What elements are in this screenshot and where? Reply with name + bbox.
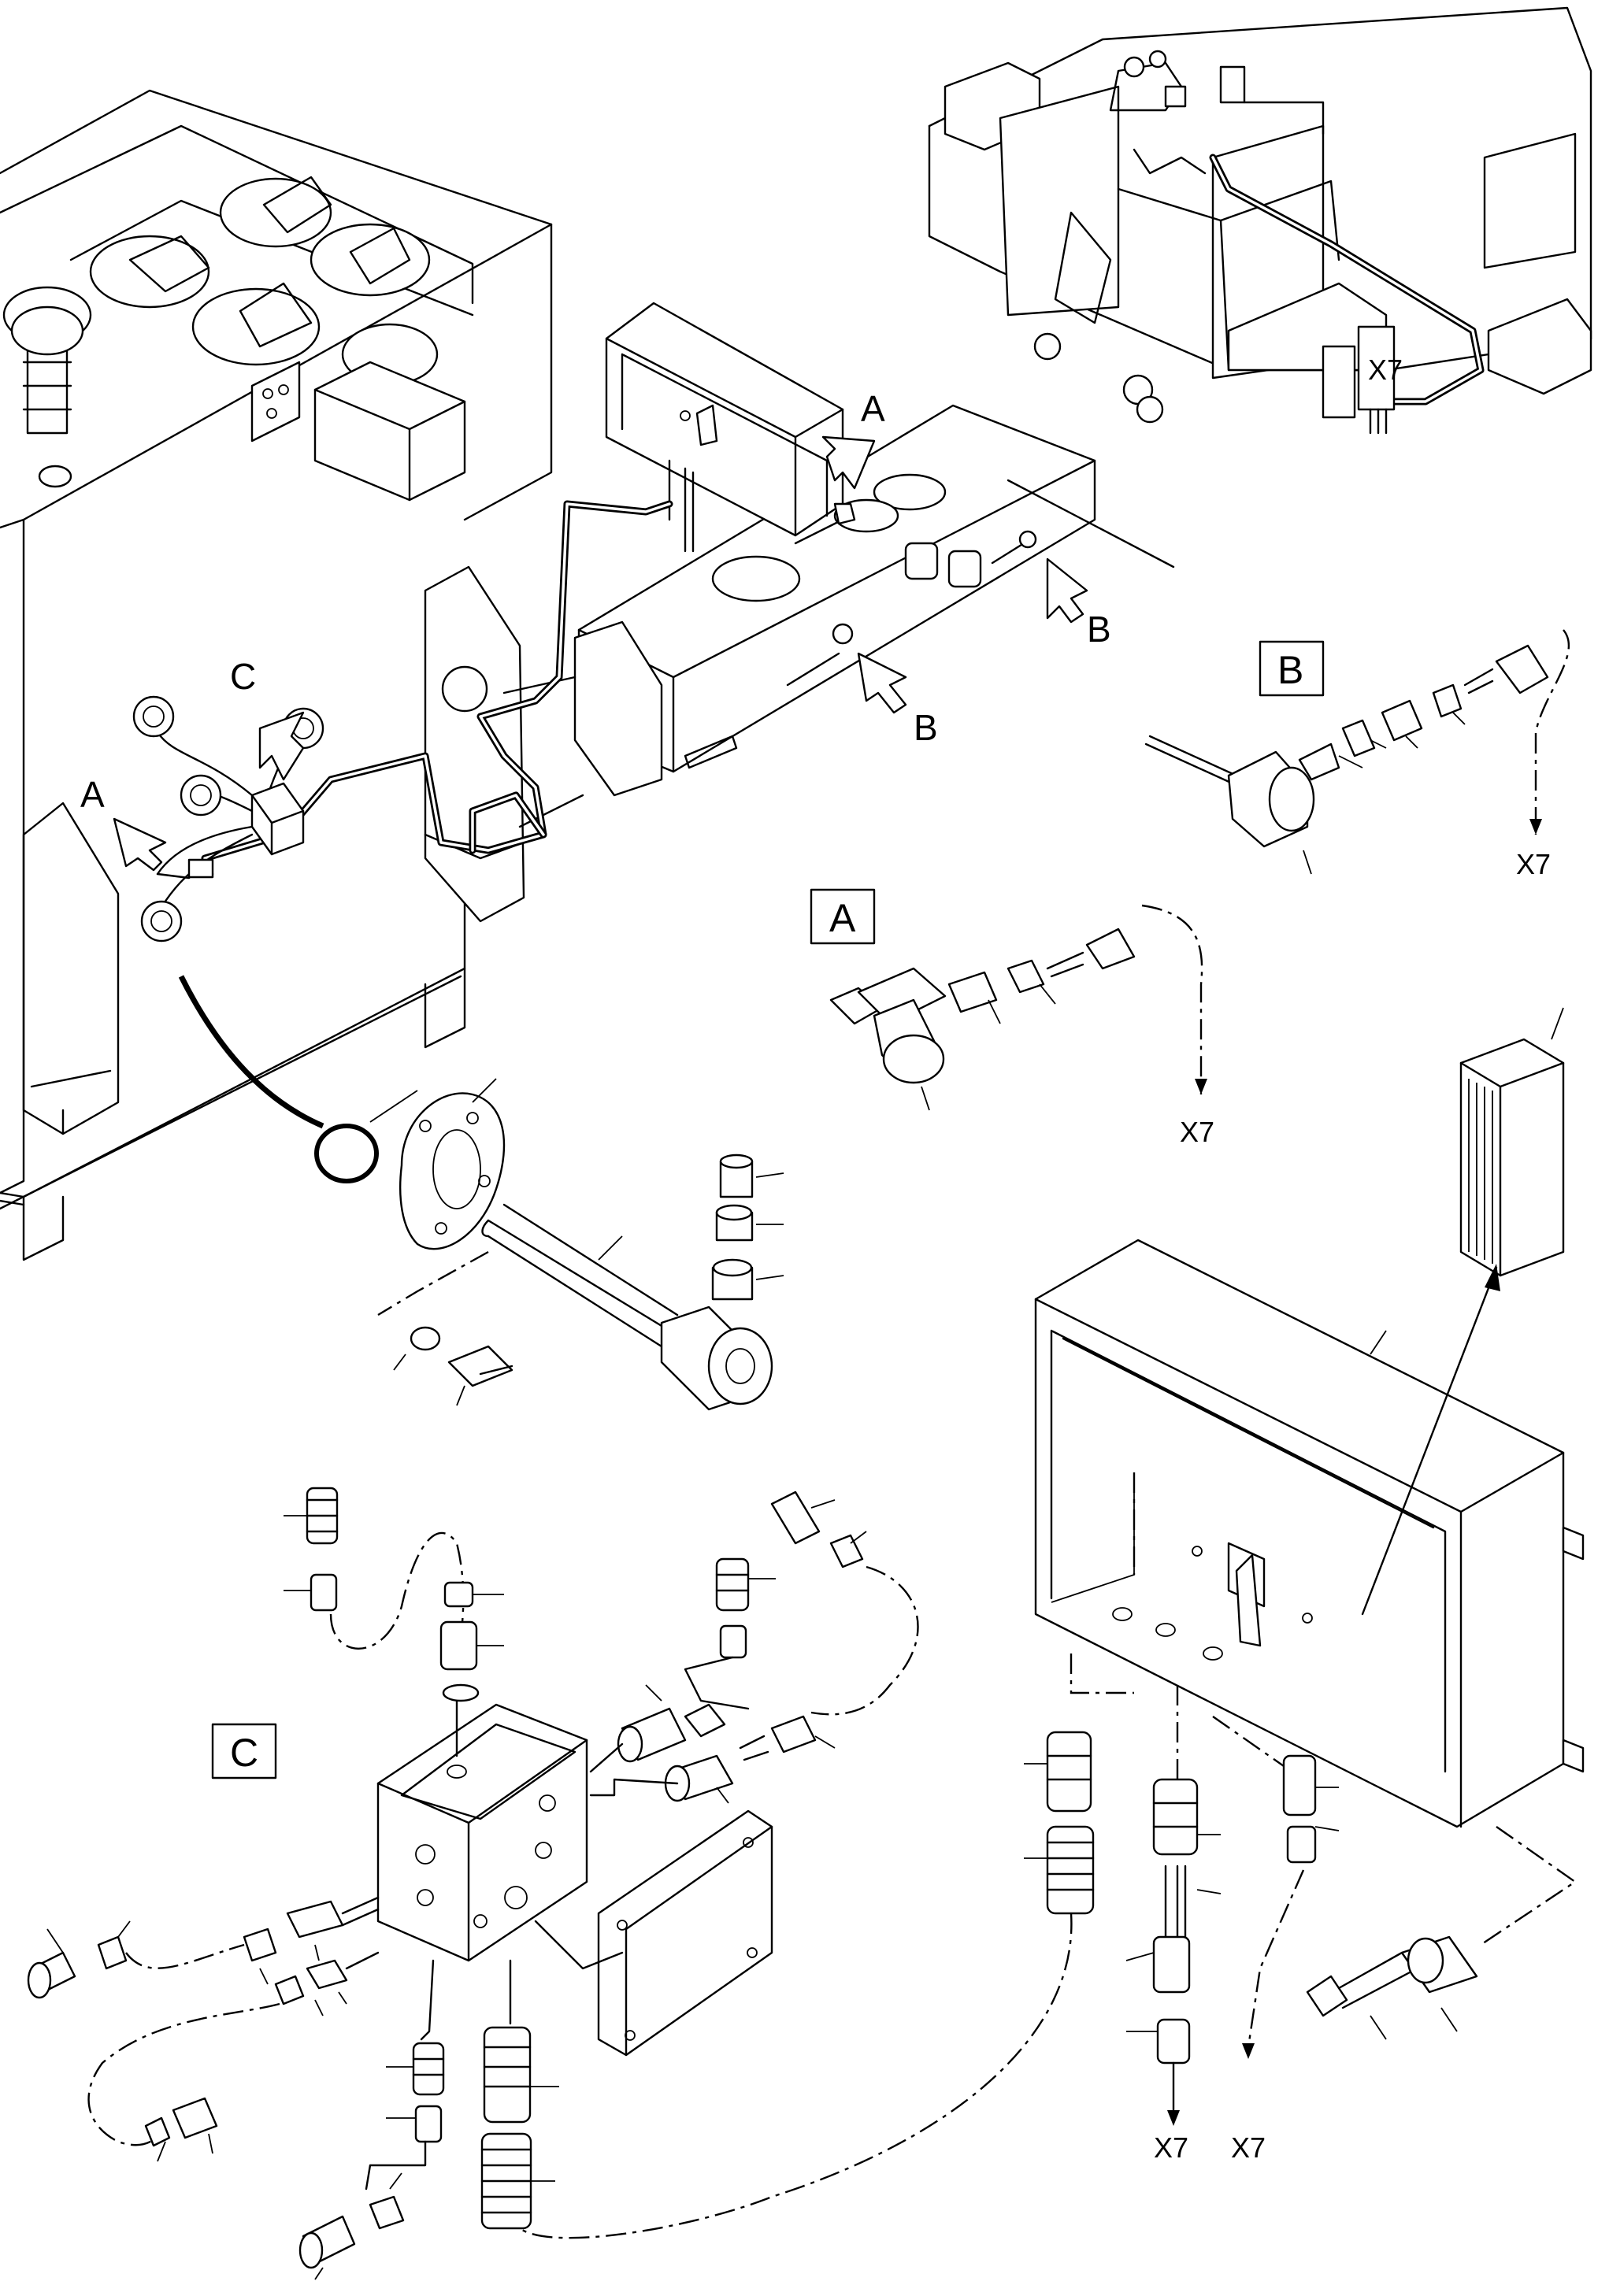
- control-cabinet: [1034, 1239, 1585, 1828]
- cable-gland-1: [132, 695, 175, 738]
- x7-label-gland-small: X7: [1231, 2131, 1266, 2164]
- relay-heatsink: [1459, 1007, 1565, 1277]
- cabinet-gland-small: [1242, 1754, 1340, 2059]
- mounting-bracket: [424, 565, 525, 923]
- callout-arrow-a-left: [113, 817, 167, 872]
- detail-a-frame: [810, 888, 876, 945]
- cabinet-gland-large: [1024, 1731, 1095, 1915]
- detail-c-label: C: [230, 1731, 258, 1775]
- x7-label-gland-medium: X7: [1154, 2131, 1188, 2164]
- bolt-washer: [393, 1326, 513, 1406]
- mounting-bolt-spacer: [1306, 1826, 1577, 2040]
- callout-b-mid: B: [914, 707, 938, 748]
- callout-a-top: A: [861, 388, 885, 429]
- detail-b-sensor: [1144, 629, 1570, 875]
- heater-fittings: [711, 1154, 784, 1301]
- top-components: [2, 176, 466, 502]
- c-fittings-bottom: [298, 1959, 559, 2280]
- flange-plate: [399, 1078, 506, 1250]
- heater-housing: [502, 404, 1175, 828]
- o-ring: [314, 1090, 418, 1183]
- callout-a-left: A: [80, 774, 105, 815]
- heating-element: [481, 1203, 773, 1411]
- x7-label-top: X7: [1368, 354, 1403, 386]
- junction-box-lid: [534, 1809, 773, 2057]
- x7-label-detail-b: X7: [1516, 848, 1551, 880]
- detail-a-tee-fitting: [829, 904, 1207, 1111]
- callout-arrow-b-mid: [857, 652, 907, 714]
- junction-box: [376, 1703, 588, 1962]
- callout-arrow-c: [258, 711, 305, 781]
- c-fittings-right-top: [589, 1491, 919, 1804]
- cable-gland-4: [140, 900, 183, 942]
- cable-gland-3: [180, 774, 222, 817]
- leader-curve: [178, 975, 324, 1129]
- callout-b-right: B: [1087, 609, 1111, 650]
- cables-main: [201, 500, 673, 862]
- callout-arrow-a-top: [821, 435, 876, 490]
- cabinet-gland-medium: [1125, 1778, 1222, 2126]
- callout-arrow-b-right: [1046, 557, 1088, 624]
- detail-b-frame: [1259, 640, 1325, 697]
- machine-top-right: [928, 6, 1592, 435]
- detail-a-label: A: [829, 896, 856, 940]
- c-fittings-left: [27, 1896, 380, 2162]
- detail-b-label: B: [1277, 648, 1303, 692]
- callout-c: C: [230, 656, 256, 697]
- wiring-harness: [132, 695, 324, 942]
- c-fittings-top: [284, 1487, 504, 1757]
- x7-label-detail-a: X7: [1180, 1116, 1214, 1148]
- detail-c-frame: [211, 1723, 277, 1779]
